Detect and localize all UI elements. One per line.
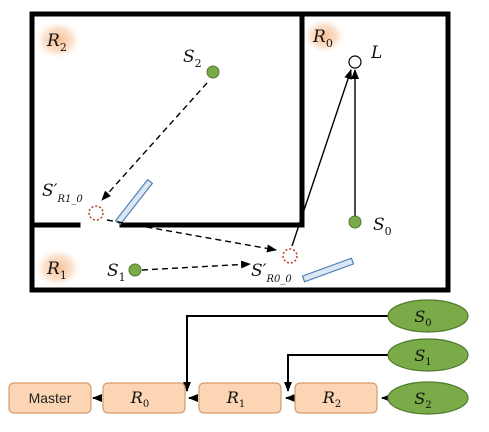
- sensor-box-label-s1: S1: [414, 346, 431, 368]
- wire-s1-to-r1: [284, 354, 388, 392]
- wire-s0-to-r0: [183, 315, 388, 392]
- sensor-s1: [128, 263, 142, 277]
- room-label-r0: R0: [312, 27, 333, 50]
- link-virtual-r1-to-virtual-r0: [106, 219, 277, 253]
- mirror-r1: [114, 178, 154, 226]
- sensor-s2: [206, 65, 220, 79]
- sensor-label-s1: S1: [107, 261, 126, 284]
- chain-connectors: [92, 315, 391, 402]
- light-label: L: [370, 43, 382, 63]
- sensor-box-label-s2: S2: [414, 389, 431, 411]
- sensor-s0: [348, 215, 362, 229]
- master-box: [8, 382, 92, 414]
- mirror-r0: [301, 257, 355, 283]
- room-label-r1: R1: [46, 259, 67, 282]
- link-s1-to-virtual-r0: [141, 260, 251, 271]
- sensor-box-s0: [387, 299, 469, 333]
- relay-r1-box: [198, 382, 282, 414]
- virtual-label-r0: S′R0_0: [251, 261, 292, 285]
- room-r1-glow: [34, 248, 82, 288]
- relay-r1-label: R1: [226, 388, 245, 410]
- sensor-label-s0: S0: [373, 215, 392, 238]
- virtual-source-r0: [282, 248, 298, 264]
- master-label: Master: [29, 390, 72, 406]
- virtual-source-r1: [88, 205, 104, 221]
- relay-r0-label: R0: [130, 388, 149, 410]
- room-r2-glow: [34, 20, 82, 60]
- sensor-box-s2: [387, 381, 469, 415]
- sensor-box-s1: [387, 338, 469, 372]
- room-r0-glow: [302, 18, 346, 54]
- link-virtual-r0-to-light: [291, 69, 352, 247]
- outer-wall: [29, 11, 451, 293]
- sensor-label-s2: S2: [183, 47, 202, 70]
- relay-r2-label: R2: [322, 388, 341, 410]
- relay-r2-box: [294, 382, 378, 414]
- virtual-label-r1: S′R1_0: [42, 181, 83, 205]
- sensor-box-label-s0: S0: [414, 307, 431, 329]
- room-label-r2: R2: [46, 31, 67, 54]
- building-walls: [29, 11, 451, 293]
- relay-r0-box: [102, 382, 186, 414]
- light-node: [348, 55, 362, 69]
- link-s2-to-virtual-r1: [101, 82, 208, 201]
